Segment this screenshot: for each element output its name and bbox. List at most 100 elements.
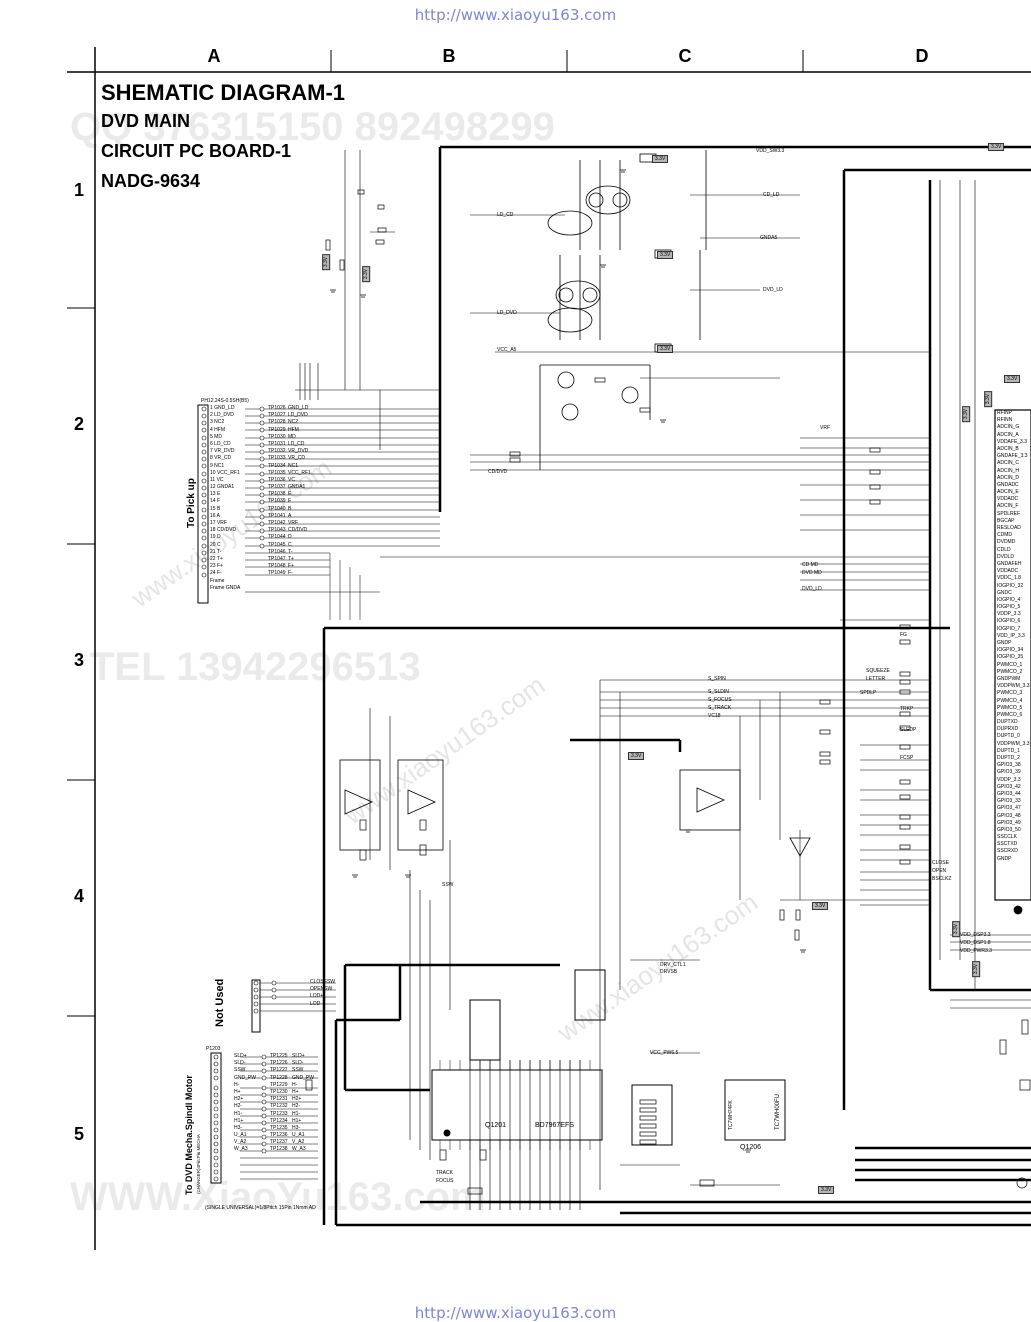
- ic-pin-label: RFINP: [997, 410, 1012, 416]
- testpoint-label: TP1041: [268, 512, 286, 519]
- ic-pin-label: GPIO3_44: [997, 790, 1021, 797]
- ic-pin-label: GNDP: [997, 640, 1012, 646]
- mecha-pin-list: SLD+ SLD- SSW GND_PW H- H+ H2+ H2- H1- H…: [234, 1053, 256, 1154]
- ic-pin-label: IOGPIO_34: [997, 647, 1024, 654]
- pickup-pin: 6 LD_CD: [210, 440, 231, 447]
- testpoint-label: TP1232: [270, 1103, 288, 1110]
- mecha-pin: V_A2: [234, 1139, 247, 1146]
- voltage-badge: 3.3V: [657, 251, 674, 259]
- column-label-b: B: [442, 46, 456, 66]
- net-label: H+: [292, 1088, 299, 1095]
- testpoint-label: TP1231: [270, 1096, 288, 1103]
- ic-pin-label: DUPRXD: [997, 726, 1019, 733]
- q1201-part: BD7967EFS: [535, 1122, 574, 1129]
- ic-pin-label: DUPTD_2: [997, 755, 1020, 761]
- net-drv-ctl1: DRV_CTL1: [660, 962, 686, 968]
- watermark-text: TEL 13942296513: [90, 645, 421, 689]
- voltage-badge: 3.3V: [322, 253, 331, 271]
- ic-pin-label: SPDLREF: [997, 510, 1021, 517]
- ic-pin-label: DVDMD: [997, 539, 1016, 546]
- ic-pin-label: GNDC: [997, 589, 1012, 596]
- mecha-pin: H3-: [234, 1124, 243, 1131]
- ic-pin-label: IOGPIO_4: [997, 596, 1021, 603]
- ic-pin-label: GPIO3_50: [997, 826, 1021, 833]
- testpoint-label: TP1235: [270, 1124, 288, 1131]
- row-label-2: 2: [74, 414, 85, 434]
- net-sledp: SLEDP: [900, 727, 917, 733]
- ic-pin-label: GPIO3_42: [997, 783, 1021, 790]
- voltage-badge: 3.3V: [818, 1186, 835, 1194]
- ic-pin-label: PWMCO_2: [997, 668, 1023, 675]
- net-label: CLOSESW: [310, 979, 336, 985]
- testpoint-label: TP1028: [268, 419, 286, 426]
- voltage-badge: 3.3V: [984, 390, 993, 408]
- ic-pin-label: ADCIN_A: [997, 431, 1019, 438]
- net-dvd-ld-2: DVD_LD: [802, 586, 822, 592]
- net-label: F+: [288, 563, 294, 570]
- net-label: H1-: [292, 1110, 301, 1117]
- voltage-badge: 3.3V: [972, 960, 981, 978]
- testpoint-label: TP1027: [268, 412, 286, 419]
- pickup-pin: 19 D: [210, 534, 221, 541]
- source-url-top: http://www.xiaoyu163.com: [414, 6, 617, 24]
- net-fg: FG: [900, 632, 907, 638]
- net-vdd-sw33: VDD_SW3.3: [756, 148, 785, 154]
- mecha-pin: SLD+: [234, 1053, 247, 1059]
- ic-pin-label: CDLD: [997, 546, 1011, 553]
- net-vc18: VC18: [708, 713, 721, 719]
- net-cd-dvd: CD/DVD: [488, 469, 508, 475]
- ic-pin-label: GNDPWM: [997, 675, 1021, 682]
- label-to-dvd-mecha: To DVD Mecha.Spindl Motor: [184, 1075, 194, 1195]
- voltage-badge: 3.3V: [652, 155, 669, 163]
- testpoint-label: TP1037: [268, 484, 286, 491]
- ic-pin-label: RESLOAD: [997, 525, 1021, 531]
- pickup-pin: Frame GNDA: [210, 584, 241, 591]
- net-label: H3-: [292, 1124, 301, 1131]
- net-focus: FOCUS: [436, 1178, 454, 1184]
- net-ld-dvd: LD_DVD: [497, 310, 517, 316]
- net-label: VCC_RF1: [288, 469, 311, 476]
- dsp-ic-pin-list: RFINP RFINN ADCIN_G ADCIN_A VDDAFE_3.3 A…: [997, 410, 1030, 863]
- net-label: V_A2: [292, 1139, 305, 1146]
- net-spdlp: SPDLP: [860, 690, 877, 696]
- testpoint-label: TP1227: [270, 1067, 288, 1074]
- pickup-pin: 10 VCC_RF1: [210, 469, 240, 476]
- ic-pin-label: PWMCO_3: [997, 690, 1023, 697]
- net-close: CLOSE: [932, 860, 949, 866]
- net-label: E: [288, 491, 292, 498]
- net-dvd-ld: DVD_LD: [763, 287, 783, 293]
- ic-pin-label: DUPTD_0: [997, 733, 1020, 740]
- voltage-badge: 3.3V: [628, 752, 645, 760]
- net-label: NC1: [288, 462, 299, 469]
- ic-pin-label: IOGPIO_35: [997, 654, 1024, 661]
- ic-pin-label: VDDADC: [997, 496, 1019, 503]
- net-s-track: S_TRACK: [708, 705, 732, 711]
- testpoint-label: TP1030: [268, 433, 286, 440]
- voltage-badge: 3.3V: [812, 902, 829, 910]
- net-label: OPENSW: [310, 986, 333, 993]
- net-fcsp: FCSP: [900, 755, 914, 761]
- ic-pin-label: GPIO3_33: [997, 798, 1021, 805]
- pickup-pin: 16 A: [210, 512, 221, 519]
- voltage-badge: 3.3V: [362, 265, 371, 283]
- svg-text:www.xiaoyu163.com: www.xiaoyu163.com: [551, 887, 763, 1048]
- column-label-a: A: [207, 46, 221, 66]
- notused-net-list: CLOSESW OPENSW LOD+ LOD-: [310, 979, 335, 1008]
- testpoint-label: TP1043: [268, 527, 286, 534]
- mecha-pin: H1-: [234, 1110, 243, 1117]
- ic-pin-label: VDD_IP_3.3: [997, 632, 1025, 639]
- q1206-ref: Q1206: [740, 1144, 762, 1151]
- mecha-testpoint-list: TP1225 TP1226 TP1227 TP1228 TP1229 TP123…: [270, 1053, 288, 1154]
- testpoint-label: TP1237: [270, 1139, 288, 1146]
- q1206-part-alt: TC7WH74FK: [728, 1100, 734, 1130]
- testpoint-label: TP1042: [268, 520, 286, 526]
- testpoint-label: TP1047: [268, 555, 286, 562]
- pickup-pin: 8 VR_CD: [210, 455, 232, 462]
- pickup-pin: 5 MD: [210, 433, 222, 440]
- mecha-note-1: (CHANGER)4Pin:Pin MECHA: [196, 1134, 201, 1194]
- net-trkp: TRKP: [900, 706, 914, 712]
- net-label: LOD-: [310, 1000, 322, 1007]
- pickup-pin: 13 E: [210, 491, 221, 498]
- pickup-pin: 11 VC: [210, 476, 224, 483]
- net-label: GND_LD: [288, 405, 309, 411]
